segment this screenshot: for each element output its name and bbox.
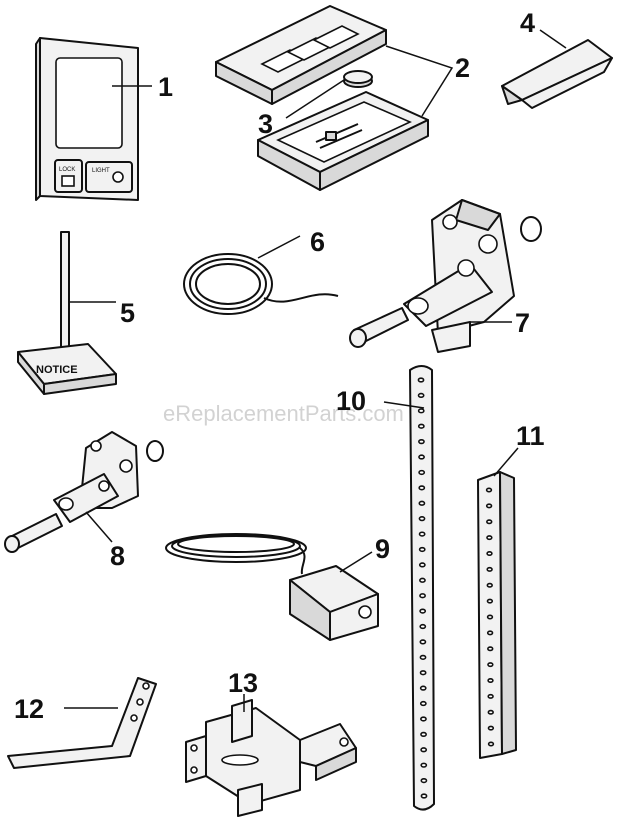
leader-3 bbox=[285, 79, 345, 119]
angle-hole bbox=[486, 519, 493, 525]
part-9-safety-sensor bbox=[165, 533, 379, 641]
callout-2: 2 bbox=[455, 53, 470, 83]
part-11-angle-iron bbox=[477, 471, 517, 759]
strap-hole bbox=[420, 747, 428, 753]
strap-hole bbox=[420, 762, 428, 768]
leader-8 bbox=[85, 511, 113, 543]
callout-12: 12 bbox=[14, 694, 44, 724]
strap-hole bbox=[419, 670, 427, 676]
leader-2 bbox=[385, 45, 454, 117]
strap-hole bbox=[417, 392, 425, 399]
part-5-notice-tag: NOTICE bbox=[17, 231, 117, 395]
angle-hole bbox=[486, 535, 493, 541]
angle-hole bbox=[487, 678, 494, 683]
strap-hole bbox=[419, 577, 426, 583]
angle-hole bbox=[486, 614, 494, 620]
callout-5: 5 bbox=[120, 298, 135, 328]
angle-hole bbox=[485, 487, 493, 493]
strap-hole bbox=[419, 608, 427, 614]
notice-label: NOTICE bbox=[36, 364, 78, 376]
part-12-bent-bracket bbox=[7, 677, 157, 769]
strap-hole bbox=[418, 516, 426, 522]
strap-hole bbox=[418, 485, 426, 491]
callout-3: 3 bbox=[258, 109, 273, 139]
callout-1: 1 bbox=[158, 72, 173, 102]
callout-6: 6 bbox=[310, 227, 325, 257]
strap-hole bbox=[418, 454, 425, 460]
part-8-bracket bbox=[4, 431, 164, 553]
leader-9 bbox=[339, 551, 373, 573]
leader-10 bbox=[383, 401, 425, 409]
strap-hole bbox=[418, 531, 426, 537]
leader-11 bbox=[493, 447, 519, 477]
angle-hole bbox=[485, 503, 493, 509]
strap-hole bbox=[420, 793, 428, 799]
callout-8: 8 bbox=[110, 541, 125, 571]
angle-hole bbox=[486, 566, 493, 572]
leader-6 bbox=[257, 235, 301, 259]
lock-button-label: LOCK bbox=[59, 167, 75, 173]
angle-hole bbox=[487, 662, 494, 668]
watermark-text: eReplacementParts.com bbox=[163, 401, 404, 426]
strap-hole bbox=[418, 562, 426, 568]
angle-hole bbox=[486, 630, 494, 636]
part-4-visor-clip bbox=[501, 39, 613, 109]
callout-7: 7 bbox=[515, 308, 530, 338]
callout-4: 4 bbox=[520, 8, 535, 38]
strap-hole bbox=[419, 623, 427, 630]
angle-hole bbox=[487, 709, 494, 715]
callout-13: 13 bbox=[228, 668, 258, 698]
part-3-battery bbox=[343, 70, 373, 88]
strap-hole bbox=[418, 469, 426, 476]
strap-hole bbox=[418, 546, 426, 553]
strap-hole bbox=[419, 654, 427, 660]
strap-hole bbox=[420, 777, 428, 784]
part-10-perforated-strap bbox=[409, 365, 435, 811]
callout-9: 9 bbox=[375, 534, 390, 564]
angle-hole bbox=[486, 598, 494, 604]
strap-hole bbox=[418, 500, 426, 506]
strap-hole bbox=[420, 716, 427, 722]
strap-hole bbox=[417, 408, 425, 414]
angle-hole bbox=[487, 646, 494, 652]
strap-hole bbox=[417, 423, 425, 429]
angle-hole bbox=[486, 582, 493, 588]
strap-hole bbox=[419, 685, 427, 691]
light-button-label: LIGHT bbox=[92, 168, 110, 174]
angle-hole bbox=[487, 741, 495, 747]
callout-10: 10 bbox=[336, 386, 366, 416]
strap-hole bbox=[419, 700, 427, 707]
leader-4 bbox=[539, 29, 567, 49]
angle-hole bbox=[487, 725, 495, 731]
strap-hole bbox=[419, 639, 427, 645]
part-1-wall-control: LOCK LIGHT bbox=[35, 37, 139, 201]
angle-hole bbox=[487, 693, 494, 699]
strap-hole bbox=[419, 593, 426, 599]
callout-11: 11 bbox=[516, 421, 545, 451]
strap-hole bbox=[418, 439, 425, 445]
part-13-header-bracket bbox=[185, 699, 357, 817]
part-6-wire-coil bbox=[183, 253, 339, 315]
strap-hole bbox=[417, 377, 425, 383]
angle-hole bbox=[486, 551, 493, 556]
part-7-door-bracket bbox=[349, 199, 542, 353]
strap-hole bbox=[420, 731, 427, 737]
part-2-remote-transmitter bbox=[215, 5, 429, 191]
